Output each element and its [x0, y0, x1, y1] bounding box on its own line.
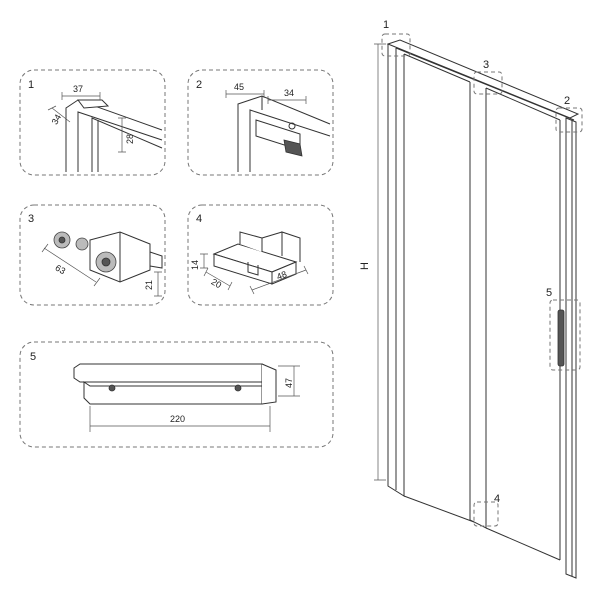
- detail-3-tab: [149, 251, 163, 269]
- detail-1-profile-outer: [65, 99, 163, 172]
- detail-5-screw-right: [234, 384, 242, 392]
- detail-4-lug-right: [281, 231, 301, 262]
- wall-profile-right: [565, 117, 577, 579]
- detail-3-number: 3: [28, 213, 34, 225]
- callout-box-5: [549, 299, 581, 371]
- detail-2: 2 45 34: [187, 69, 334, 176]
- door-handle: [557, 309, 565, 367]
- detail-5-screw-left: [108, 384, 116, 392]
- detail-5-dim-220: 220: [170, 414, 185, 424]
- detail-1-frame: [19, 69, 166, 176]
- detail-2-dim-45: 45: [234, 82, 244, 92]
- detail-3-dim-21: 21: [144, 280, 154, 290]
- detail-2-clip: [283, 139, 303, 157]
- detail-4-dim-14: 14: [190, 260, 200, 270]
- door-assembly: H 1 3 2 5 4: [359, 19, 583, 579]
- detail-3-frame: [19, 204, 166, 306]
- detail-2-dim-34-line: [267, 96, 307, 104]
- detail-5-dim-47: 47: [284, 378, 294, 388]
- callout-3: 3: [483, 59, 489, 71]
- detail-5-handle-top: [73, 363, 271, 383]
- detail-2-number: 2: [196, 79, 202, 91]
- detail-4-dim-20-line: [203, 267, 233, 291]
- detail-1-dim-37: 37: [73, 84, 83, 94]
- detail-1-dim-28: 28: [125, 134, 135, 144]
- detail-3-dim-63: 63: [54, 263, 68, 277]
- sliding-door-top: [485, 87, 561, 121]
- detail-5-handle-cap: [261, 363, 277, 405]
- callout-5: 5: [546, 287, 552, 299]
- detail-5-dim-220-line: [89, 406, 271, 432]
- detail-1-dim-37-line: [61, 92, 101, 100]
- callout-4: 4: [494, 493, 500, 505]
- detail-3: 3 63 21: [19, 204, 166, 306]
- top-rail: [386, 39, 580, 119]
- callout-box-1: [381, 33, 411, 57]
- height-dimension-line: [374, 43, 386, 481]
- detail-4-slot: [247, 262, 259, 276]
- detail-3-roller-mid: [75, 237, 89, 251]
- detail-4-dim-48: 48: [275, 269, 288, 282]
- detail-4-lug-link: [261, 231, 283, 239]
- fixed-panel-frame: [387, 44, 405, 497]
- fixed-panel-bottom-rail: [403, 495, 475, 523]
- detail-5-frame: [19, 341, 334, 448]
- detail-3-dim-63-line: [41, 243, 101, 287]
- detail-1-dim-34: 34: [50, 113, 64, 127]
- callout-box-3: [473, 71, 503, 95]
- sliding-door-bottom: [485, 527, 561, 561]
- height-label: H: [359, 262, 371, 270]
- detail-4-dim-20: 20: [210, 277, 224, 291]
- detail-2-profile-outer: [237, 95, 331, 172]
- detail-5-dim-47-line: [278, 365, 300, 397]
- detail-2-dim-45-line: [225, 90, 265, 98]
- detail-1-glass-edge: [91, 117, 163, 172]
- detail-1-number: 1: [28, 79, 34, 91]
- top-rail-inner: [395, 47, 575, 121]
- fixed-panel-top-rail: [403, 53, 471, 83]
- detail-1-dim-34-line: [47, 105, 71, 123]
- detail-1-dim-28-line: [118, 117, 126, 153]
- detail-5-number: 5: [30, 351, 36, 363]
- sliding-door-stile-left: [469, 82, 487, 529]
- detail-2-profile-inner: [249, 109, 331, 172]
- detail-3-dim-21-line: [154, 271, 162, 297]
- detail-3-roller-main-hub: [101, 257, 111, 267]
- callout-box-2: [555, 107, 583, 133]
- callout-2: 2: [564, 95, 570, 107]
- detail-1-profile-inner: [77, 111, 163, 172]
- detail-2-dim-34: 34: [284, 88, 294, 98]
- detail-4-dim-48-line: [249, 265, 309, 295]
- detail-1: 1 37 34 28: [19, 69, 166, 176]
- callout-box-4: [473, 501, 499, 527]
- detail-4-dim-14-line: [200, 253, 208, 269]
- detail-4: 4 14 20 48: [187, 204, 334, 306]
- detail-1-top-cap: [77, 99, 110, 109]
- callout-1: 1: [383, 19, 389, 31]
- detail-4-number: 4: [196, 213, 202, 225]
- detail-4-lug-left: [239, 231, 263, 252]
- detail-2-frame: [187, 69, 334, 176]
- detail-3-roller-top-hub: [58, 236, 66, 244]
- detail-4-frame: [187, 204, 334, 306]
- detail-5: 5 47 220: [19, 341, 334, 448]
- detail-2-bolt: [288, 122, 296, 130]
